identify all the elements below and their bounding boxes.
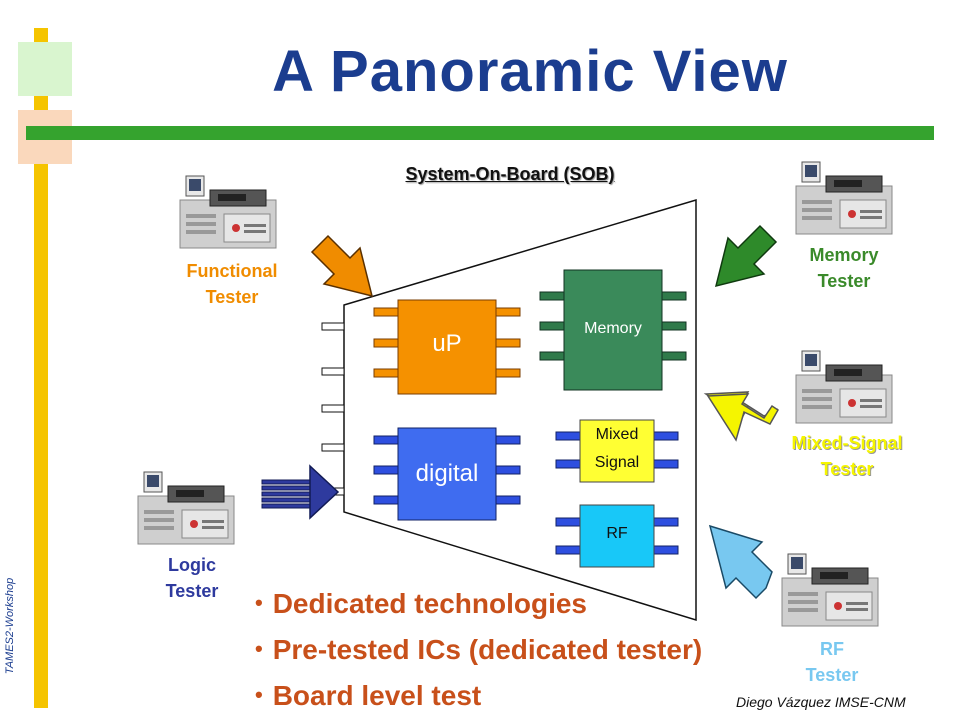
rf-tester-label-2: Tester bbox=[805, 665, 859, 685]
mixed-chip-label-2: Signal bbox=[594, 454, 640, 471]
bullet-item-3: •Board level test bbox=[255, 680, 482, 711]
rf-tester-label-1: RF bbox=[820, 639, 844, 659]
digital-chip-label: digital bbox=[415, 460, 479, 487]
functional-tester-label-2: Tester bbox=[205, 287, 259, 307]
memory-tester-label-1: Memory bbox=[809, 245, 879, 265]
digital-chip bbox=[373, 427, 521, 521]
bullet-text-2: Pre-tested ICs (dedicated tester) bbox=[272, 634, 703, 665]
slide-title: A Panoramic View bbox=[272, 39, 788, 104]
functional-tester-label: Functional Tester bbox=[162, 258, 302, 310]
functional-tester-image bbox=[173, 169, 283, 251]
mixed-chip-label-1: Mixed bbox=[595, 426, 639, 443]
bullet-text-3: Board level test bbox=[272, 680, 482, 711]
memory-tester-label: Memory Tester bbox=[774, 242, 914, 294]
bullet-item-2: •Pre-tested ICs (dedicated tester) bbox=[255, 634, 703, 665]
logic-tester-label-2: Tester bbox=[165, 581, 219, 601]
memory-tester-image bbox=[789, 155, 899, 237]
rf-tester-label: RF Tester bbox=[762, 636, 902, 688]
mixed-signal-tester-label-1: Mixed-Signal bbox=[791, 433, 903, 453]
accent-horizontal-bar bbox=[26, 126, 934, 140]
mixed-signal-tester-image bbox=[789, 344, 899, 426]
rf-chip-label: RF bbox=[606, 525, 628, 542]
mixed-signal-tester-label: Mixed-Signal Tester bbox=[762, 430, 932, 482]
logic-arrow bbox=[261, 464, 340, 520]
slide-footer: Diego Vázquez IMSE-CNM bbox=[736, 694, 906, 710]
rf-chip bbox=[555, 504, 679, 568]
memory-arrow bbox=[714, 224, 778, 288]
bullet-text-1: Dedicated technologies bbox=[272, 588, 587, 619]
rf-tester-image bbox=[775, 547, 885, 629]
bullet-item-1: •Dedicated technologies bbox=[255, 588, 587, 619]
edge-connector-pins bbox=[321, 322, 345, 496]
mixed-signal-tester-label-2: Tester bbox=[820, 459, 874, 479]
functional-arrow bbox=[310, 234, 374, 298]
accent-vertical-bar bbox=[34, 28, 48, 708]
up-chip bbox=[373, 299, 521, 395]
memory-chip-label: Memory bbox=[584, 320, 642, 337]
logic-tester-label-1: Logic bbox=[168, 555, 216, 575]
memory-chip bbox=[539, 269, 687, 391]
up-chip-label: uP bbox=[432, 330, 462, 357]
board-label: System-On-Board (SOB) bbox=[405, 164, 615, 184]
rf-arrow bbox=[708, 524, 773, 600]
memory-tester-label-2: Tester bbox=[817, 271, 871, 291]
decor-square-green bbox=[18, 42, 72, 96]
logic-tester-label: Logic Tester bbox=[122, 552, 262, 604]
mixed-signal-chip bbox=[555, 419, 679, 483]
mixed-signal-arrow bbox=[703, 391, 779, 442]
functional-tester-label-1: Functional bbox=[186, 261, 278, 281]
logic-tester-image bbox=[131, 465, 241, 547]
